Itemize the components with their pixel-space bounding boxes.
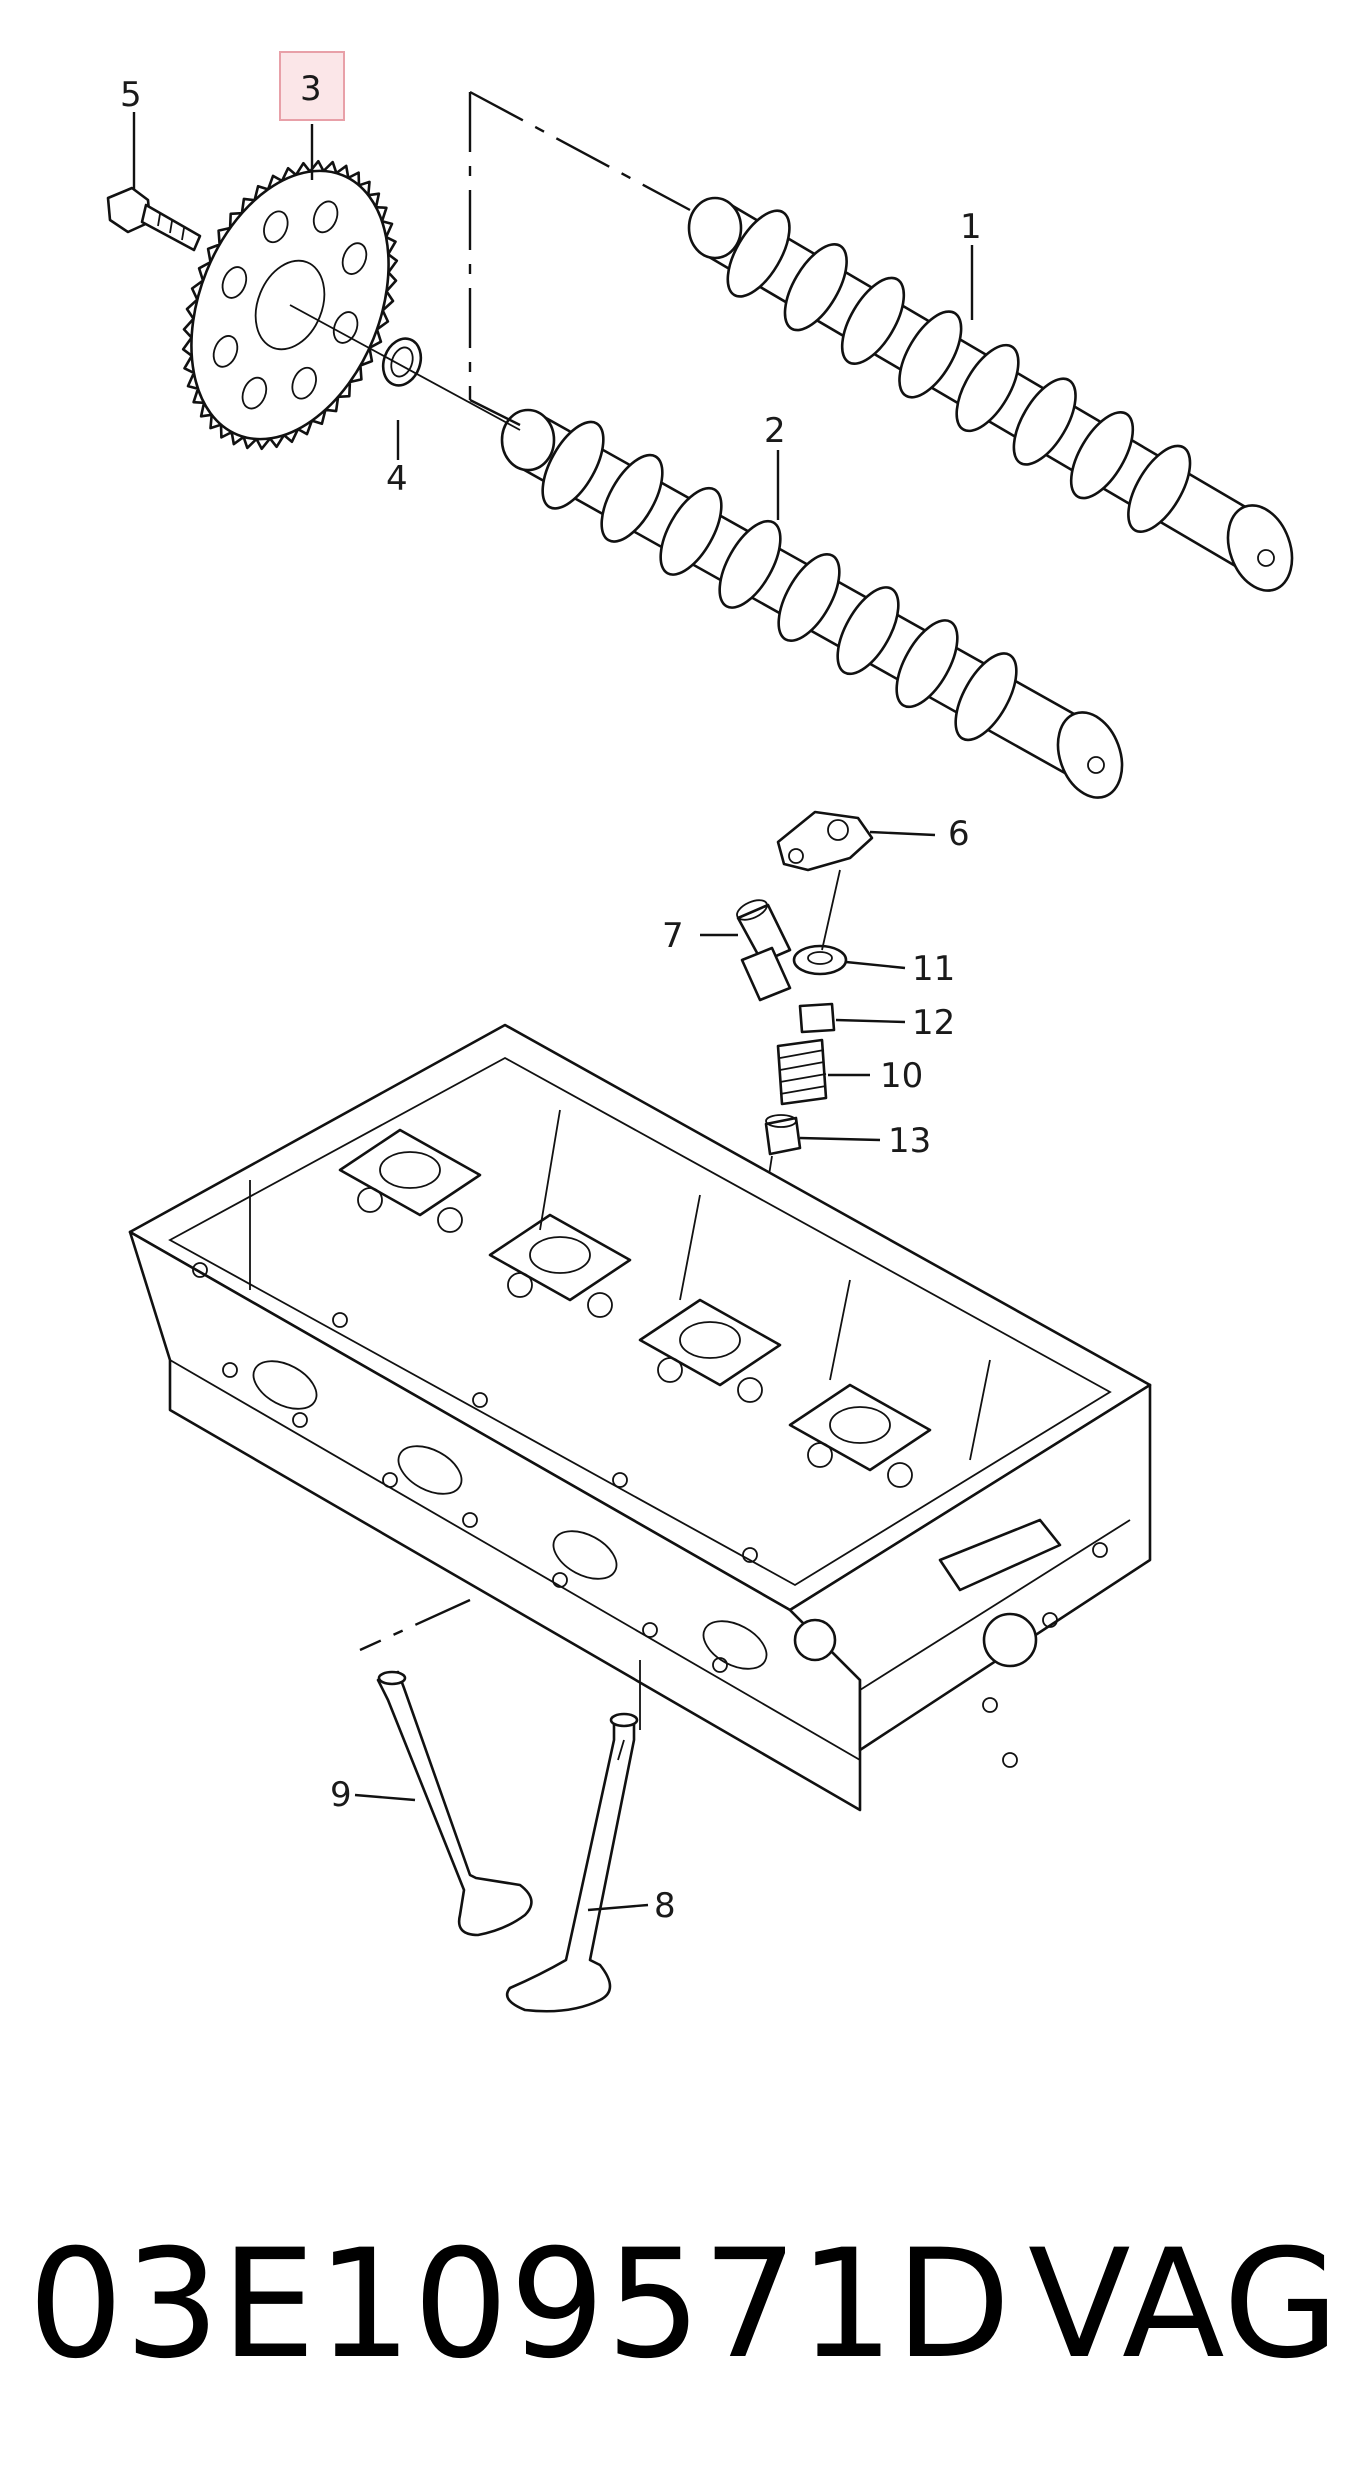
- valve-spring-retainer[interactable]: [792, 944, 848, 976]
- callout-label-6: 6: [948, 814, 970, 854]
- camshaft-exhaust[interactable]: [687, 196, 1303, 600]
- callout-label-2: 2: [764, 411, 786, 451]
- callout-label-4: 4: [386, 459, 408, 499]
- hydraulic-lifter[interactable]: [734, 896, 792, 1002]
- sprocket-bolt[interactable]: [106, 186, 202, 252]
- callout-label-1: 1: [960, 207, 982, 247]
- camshaft-intake[interactable]: [500, 408, 1133, 807]
- part-number-caption: 03E109571D VAG: [28, 2215, 1348, 2395]
- callout-label-11: 11: [912, 949, 955, 989]
- callout-label-10: 10: [880, 1056, 923, 1096]
- intake-valve[interactable]: [505, 1712, 639, 2013]
- valve-spring[interactable]: [776, 1038, 828, 1106]
- callout-label-7: 7: [662, 916, 684, 956]
- sprocket-washer[interactable]: [377, 333, 427, 390]
- callout-label-3: 3: [300, 69, 322, 109]
- roller-rocker-arm[interactable]: [776, 810, 874, 872]
- callout-label-5: 5: [120, 75, 142, 115]
- part-number: 03E109571D: [28, 2218, 1012, 2392]
- exhaust-valve[interactable]: [376, 1670, 533, 1937]
- valve-stem-seal[interactable]: [764, 1114, 802, 1156]
- brand-name: VAG: [1028, 2218, 1341, 2392]
- callout-3-highlight: [279, 51, 345, 121]
- valve-cotter[interactable]: [798, 1002, 836, 1034]
- callout-label-8: 8: [654, 1886, 676, 1926]
- callout-label-13: 13: [888, 1121, 931, 1161]
- cylinder-head[interactable]: [128, 1023, 1152, 1812]
- callout-label-12: 12: [912, 1003, 955, 1043]
- callout-label-9: 9: [330, 1775, 352, 1815]
